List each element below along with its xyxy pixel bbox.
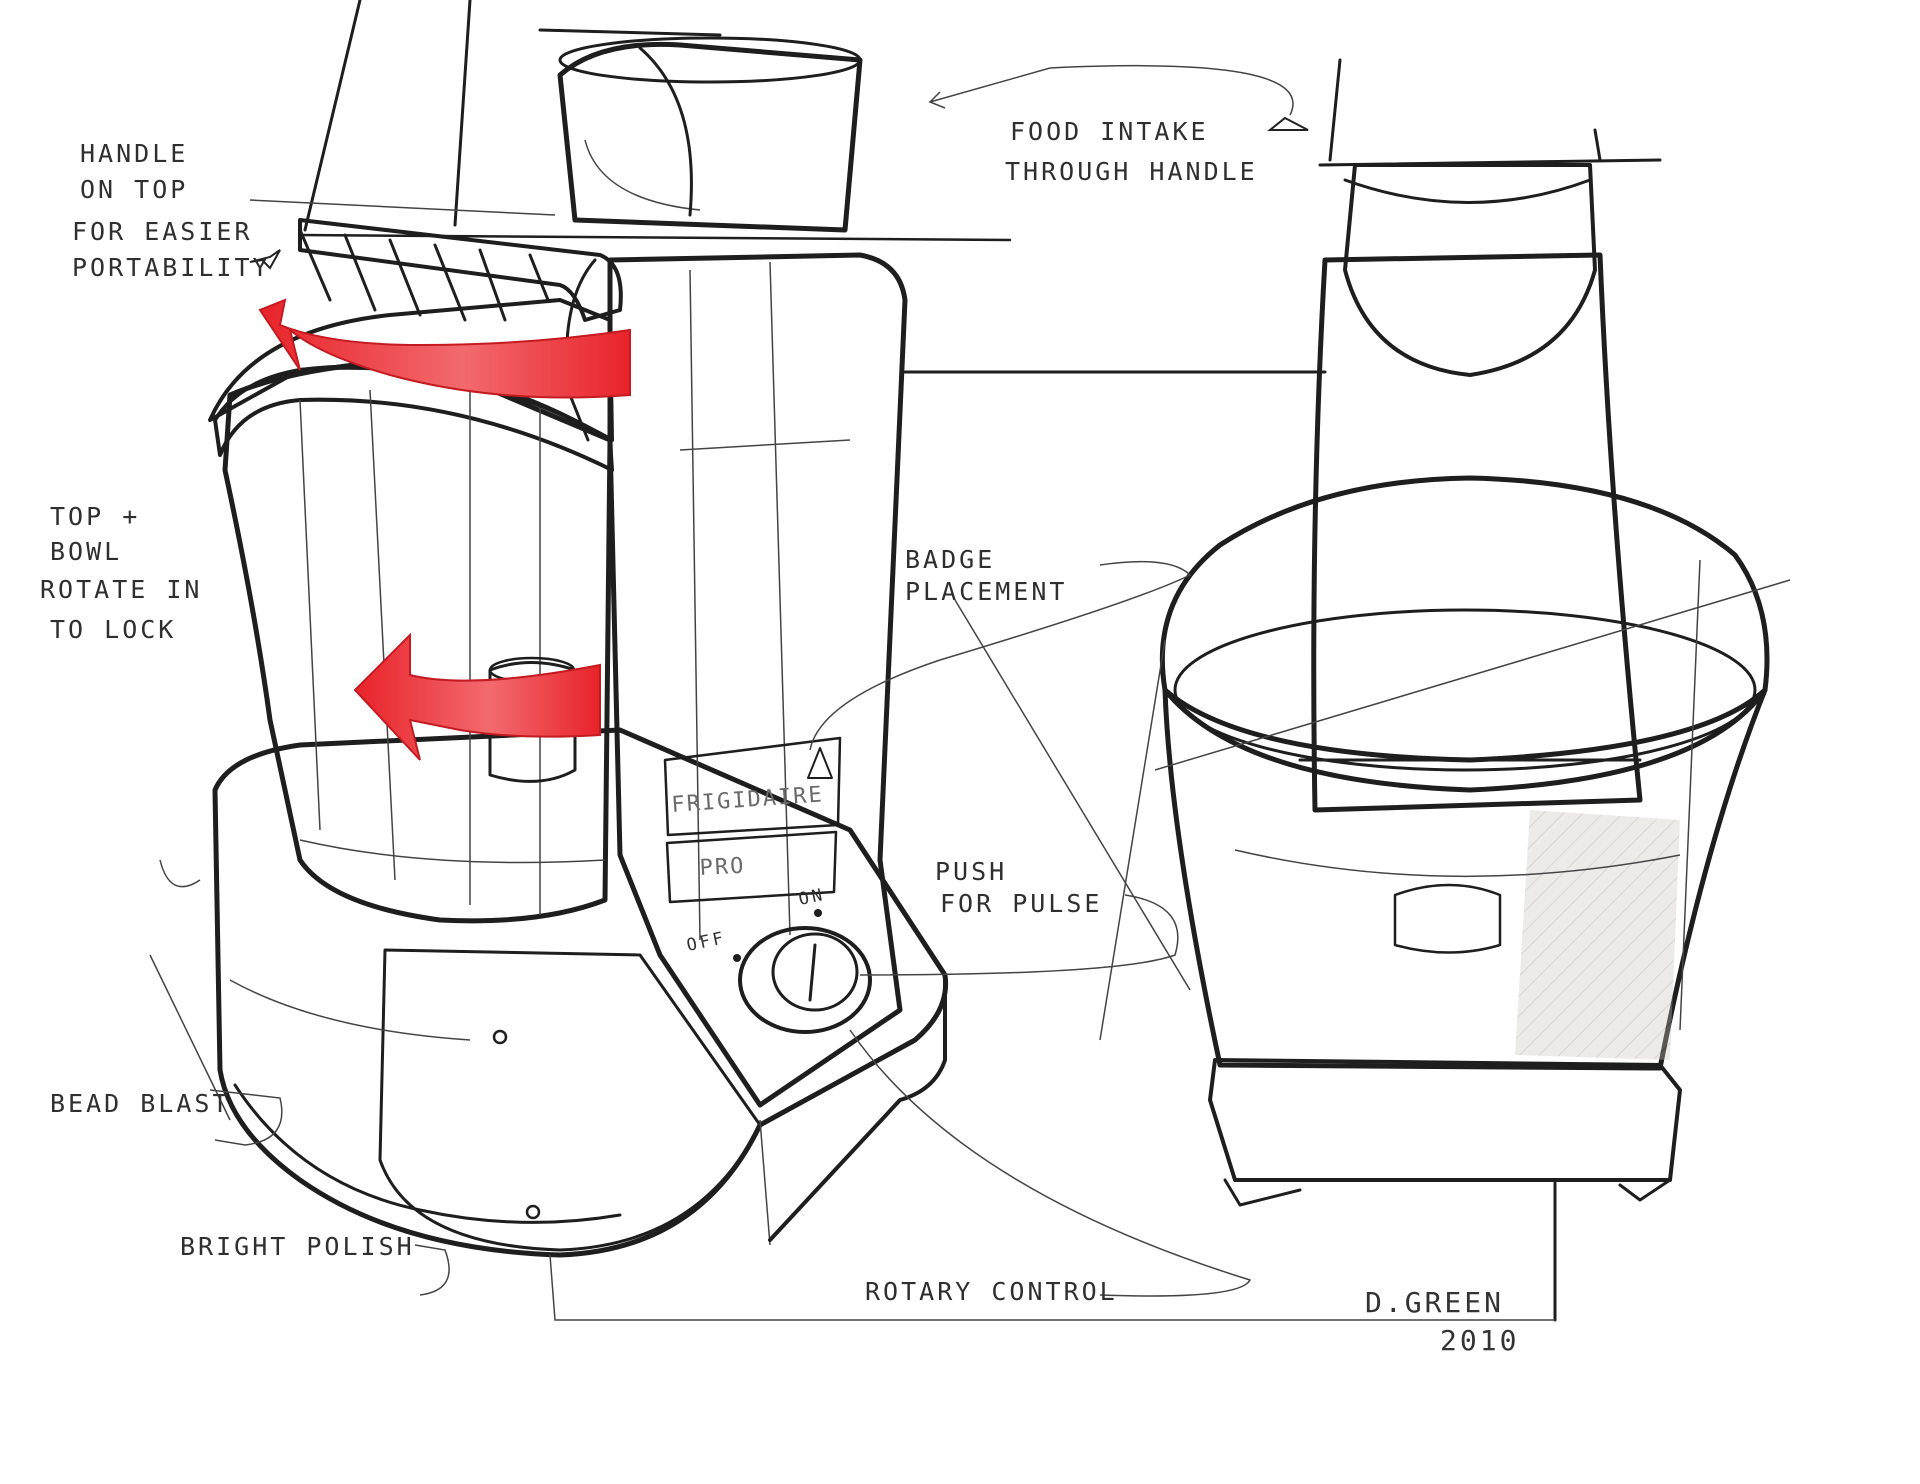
annotation-bead-blast: BEAD BLAST (50, 1089, 231, 1118)
svg-text:THROUGH HANDLE: THROUGH HANDLE (1005, 157, 1258, 186)
front-chute-tower (1311, 252, 1643, 813)
annotation-handle: HANDLE ON TOP FOR EASIER PORTABILITY (72, 139, 271, 282)
signature-year: 2010 (1440, 1324, 1519, 1357)
front-bowl (1162, 687, 1768, 1071)
annotation-rotate-lock: TOP + BOWL ROTATE IN TO LOCK (40, 502, 202, 644)
annotation-push-pulse: PUSH FOR PULSE (935, 857, 1102, 918)
badge-model: PRO (699, 854, 746, 881)
top-handle (298, 218, 623, 322)
control-off-label: OFF (685, 928, 728, 956)
control-on-label: ON (797, 885, 827, 910)
svg-text:BADGE: BADGE (905, 545, 995, 574)
base-housing (212, 727, 949, 1258)
svg-text:TO LOCK: TO LOCK (50, 615, 176, 644)
svg-text:PLACEMENT: PLACEMENT (905, 577, 1067, 606)
blade-spindle (488, 661, 577, 783)
svg-text:FOR PULSE: FOR PULSE (940, 889, 1102, 918)
annotation-badge-placement: BADGE PLACEMENT (905, 545, 1067, 606)
rotate-lock-arrows (258, 298, 631, 761)
motor-tower (607, 252, 908, 1108)
feed-chute (557, 41, 863, 233)
front-lid (1159, 475, 1770, 793)
artist-signature: D.GREEN 2010 (1365, 1286, 1519, 1357)
base-front-face (378, 948, 762, 1252)
svg-text:PORTABILITY: PORTABILITY (72, 253, 271, 282)
svg-text:TOP +: TOP + (50, 502, 140, 531)
annotation-bright-polish: BRIGHT POLISH (180, 1232, 415, 1261)
svg-text:BOWL: BOWL (50, 537, 122, 566)
svg-text:FOR EASIER: FOR EASIER (72, 217, 253, 246)
rotary-control-knob[interactable]: OFF ON (685, 885, 872, 1034)
svg-text:PUSH: PUSH (935, 857, 1007, 886)
food-processor-front-view (903, 58, 1770, 1322)
svg-text:ON TOP: ON TOP (80, 175, 188, 204)
annotation-rotary-control: ROTARY CONTROL (865, 1277, 1118, 1306)
svg-text:HANDLE: HANDLE (80, 139, 188, 168)
annotation-food-intake: FOOD INTAKE THROUGH HANDLE (1005, 117, 1258, 186)
base-polish-band (233, 1083, 622, 1224)
food-processor-perspective-view: FRIGIDAIRE PRO (208, 0, 1012, 1258)
signature-name: D.GREEN (1365, 1286, 1504, 1319)
badge-brand: FRIGIDAIRE (671, 782, 825, 818)
svg-text:FOOD INTAKE: FOOD INTAKE (1010, 117, 1209, 146)
front-base (1208, 1058, 1682, 1182)
callout-lines (149, 64, 1791, 1321)
svg-text:ROTATE IN: ROTATE IN (40, 575, 202, 604)
